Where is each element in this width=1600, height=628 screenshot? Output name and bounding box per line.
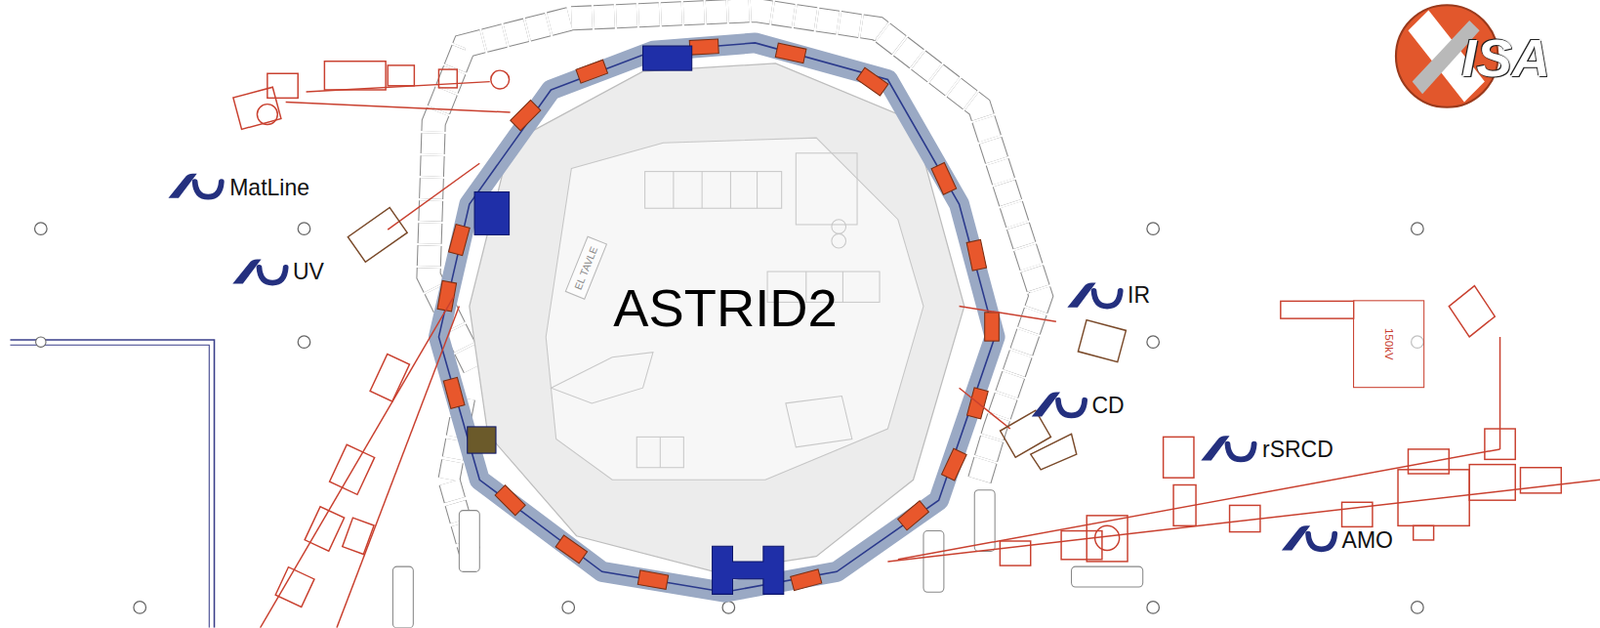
beamline-label: UV	[292, 260, 325, 286]
generator-box: 150kV	[1353, 299, 1425, 388]
logo-text: ISA	[1461, 29, 1551, 88]
beamline-label: CD	[1091, 393, 1124, 418]
beamline-label: rSRCD	[1262, 437, 1334, 462]
box-text: 150kV	[1382, 328, 1395, 361]
beamline-label: AMO	[1342, 528, 1394, 553]
beamline-label: MatLine	[229, 175, 310, 201]
ring-name: ASTRID2	[613, 279, 838, 338]
beamline-label: IR	[1127, 284, 1150, 309]
